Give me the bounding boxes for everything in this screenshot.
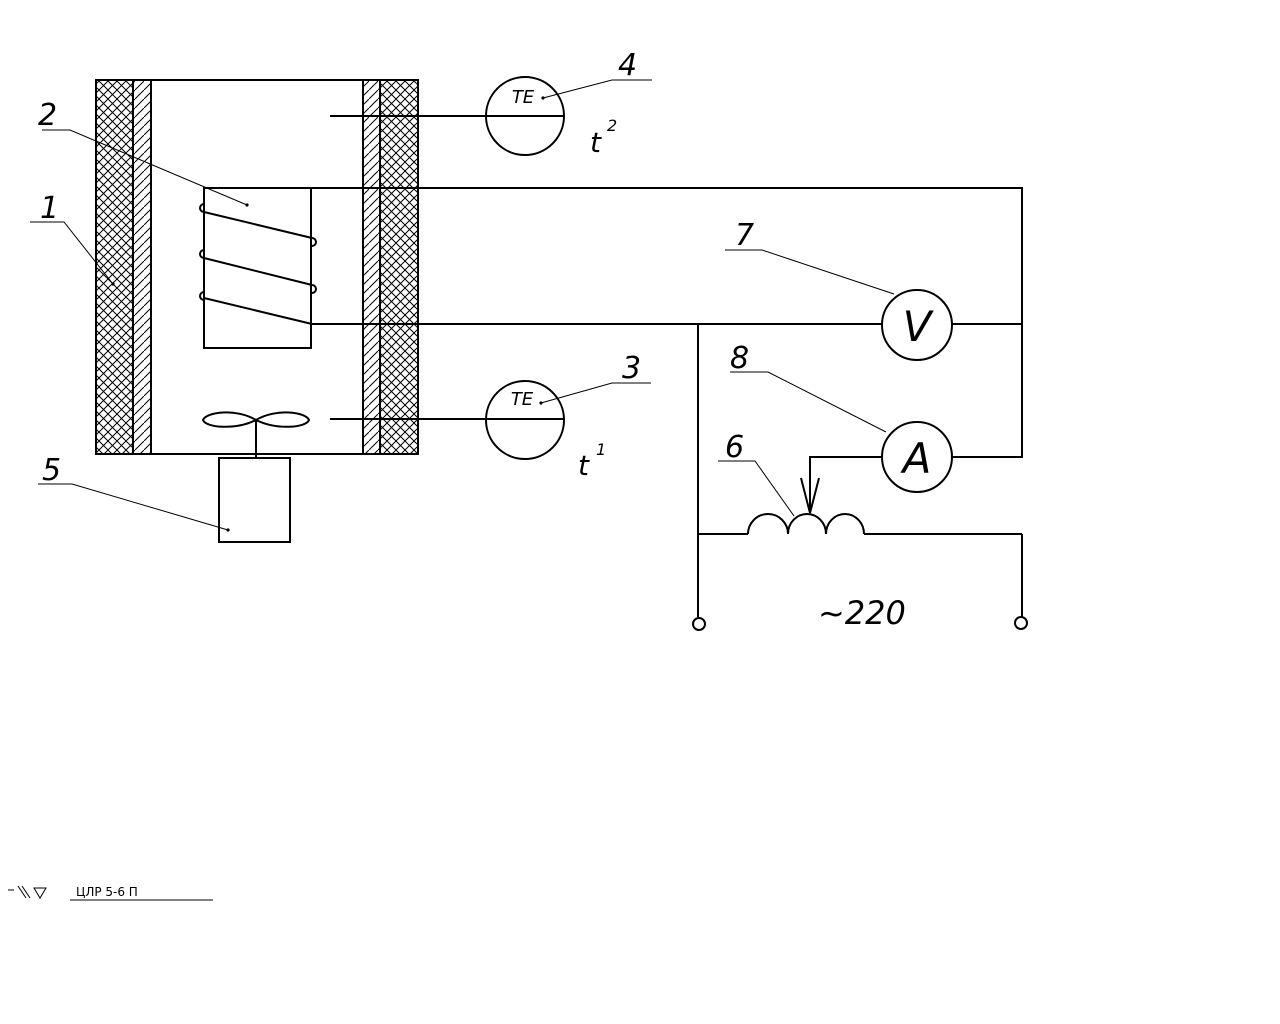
temp-top-index: 2 [607, 116, 617, 135]
ammeter-circle [881, 421, 953, 493]
voltmeter-symbol: V [903, 302, 935, 351]
circuit-wires [311, 187, 1023, 617]
left-insulation [95, 79, 134, 455]
heater [199, 187, 317, 349]
right-inner-wall [362, 79, 381, 455]
terminal-left [692, 617, 706, 631]
temp-top-symbol: t [590, 126, 602, 159]
fan-icon [201, 411, 311, 458]
label-5: 5 [42, 453, 61, 488]
thermo-bottom-circle [485, 380, 565, 460]
chamber [95, 79, 419, 455]
footer-artifact: ЦЛР 5-6 П [8, 885, 213, 901]
voltmeter-circle [881, 289, 953, 361]
temp-bottom-index: 1 [596, 440, 606, 459]
ammeter-symbol: A [900, 434, 932, 483]
label-8: 8 [730, 341, 749, 376]
terminal-right [1014, 616, 1028, 630]
footer-mark-icon [8, 885, 47, 899]
leader-lines [30, 79, 895, 532]
thermo-top-circle [485, 76, 565, 156]
left-inner-wall [132, 79, 152, 455]
label-6: 6 [725, 430, 744, 465]
thermo-top-symbol: TE [512, 87, 535, 108]
label-4: 4 [618, 48, 637, 83]
label-7: 7 [735, 218, 754, 253]
label-1: 1 [40, 191, 59, 226]
motor-box [218, 457, 291, 543]
temp-bottom-symbol: t [578, 449, 590, 482]
right-insulation [379, 79, 419, 455]
footer-text: ЦЛР 5-6 П [76, 885, 138, 899]
autotransformer-coil-icon [747, 513, 865, 535]
label-2: 2 [38, 98, 57, 133]
thermo-bottom-symbol: TE [511, 389, 534, 410]
label-3: 3 [622, 351, 641, 386]
supply-voltage-label: ~220 [818, 594, 906, 632]
